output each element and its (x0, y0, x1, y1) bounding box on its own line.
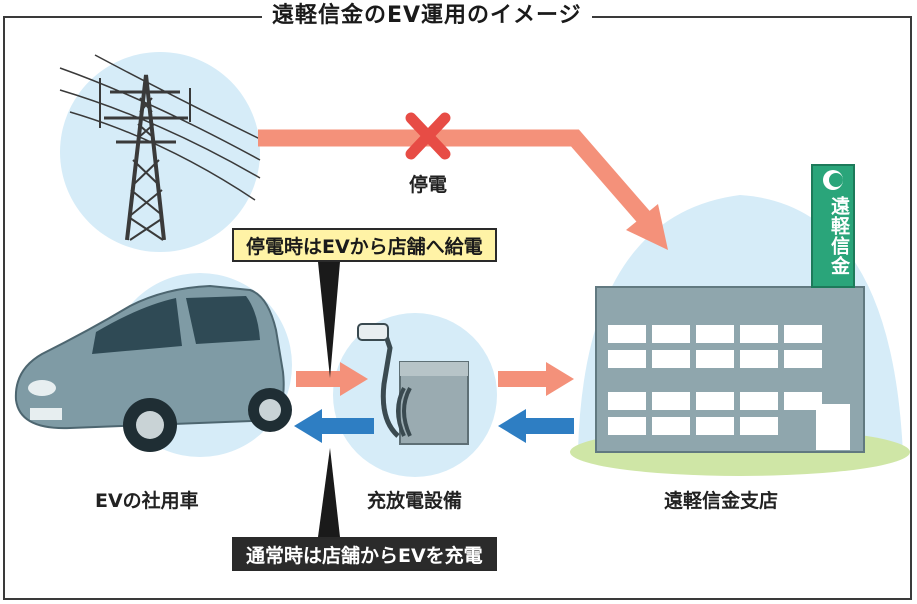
top-banner-pointer (318, 262, 340, 378)
power-tower-icon (59, 54, 263, 241)
diagram-title: 遠軽信金のEV運用のイメージ (262, 2, 592, 30)
car-icon (14, 284, 292, 452)
charger-label: 充放電設備 (367, 490, 463, 512)
bottom-banner-pointer (318, 448, 340, 537)
grid-supply-arrow (258, 129, 668, 250)
branch-label: 遠軽信金支店 (664, 490, 779, 512)
car-to-charger-supply-arrow (296, 362, 368, 396)
sign-icon (811, 164, 855, 288)
outage-label: 停電 (409, 174, 448, 196)
outage-mode-banner: 停電時はEVから店舗へ給電 (232, 228, 497, 262)
charger-icon (357, 323, 469, 445)
tower-bubble (60, 52, 260, 252)
sign-text: 遠軽信金 (828, 196, 850, 276)
charger-to-branch-supply-arrow (498, 362, 574, 396)
normal-mode-banner: 通常時は店舗からEVを充電 (232, 537, 497, 571)
charger-to-car-charge-arrow (294, 409, 374, 443)
cross-icon (405, 112, 451, 160)
branch-to-charger-charge-arrow (498, 409, 574, 443)
building-icon (570, 286, 910, 476)
ev-car-label: EVの社用車 (95, 490, 199, 512)
